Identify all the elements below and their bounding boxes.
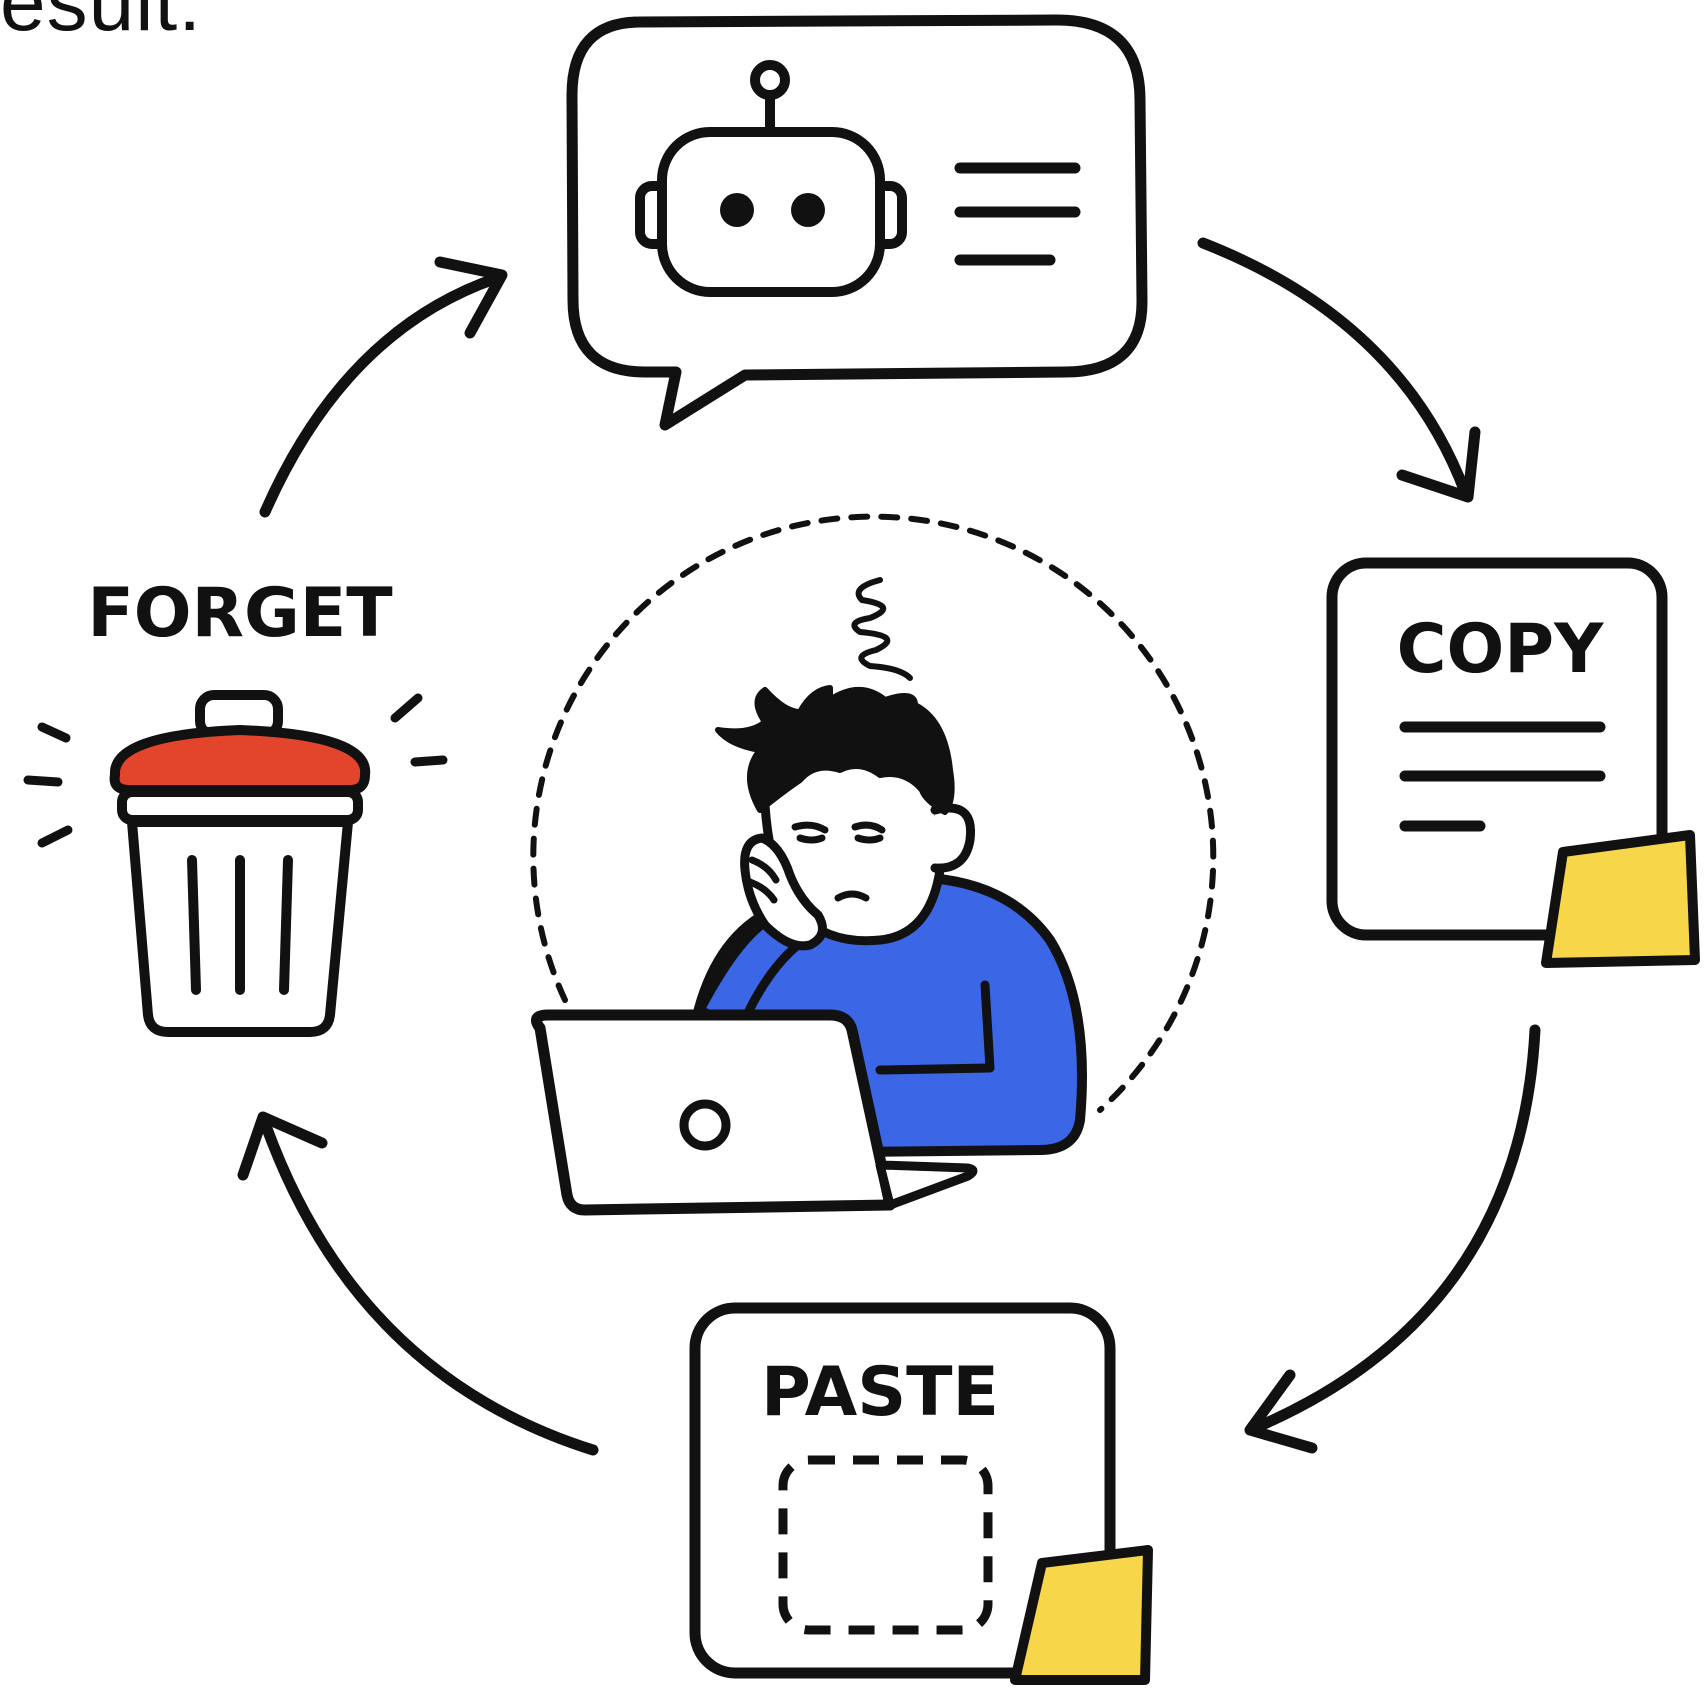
message-lines: [954, 162, 1081, 266]
copy-document: [1326, 557, 1668, 941]
trash-rim: [117, 787, 363, 825]
person-ear: [930, 803, 976, 873]
arrow-chat-to-copy: [1197, 237, 1481, 503]
trash-motion-dashes: [23, 693, 448, 848]
center-dashed-circle: [530, 513, 1217, 1113]
cycle-arrows: [237, 237, 1541, 1456]
copy-label: COPY: [1397, 610, 1605, 689]
empty-placeholder-with-sticky-note-icon: PASTE: [689, 1302, 1153, 1685]
paste-sticky-note: [1010, 1545, 1153, 1685]
header-fragment: esult:: [0, 0, 202, 48]
forget-label: FORGET: [87, 574, 393, 653]
person-eyes: [791, 821, 886, 844]
paste-label: PASTE: [761, 1353, 999, 1432]
document-with-sticky-note-icon: COPY: [1326, 557, 1700, 968]
laptop-logo: [679, 1099, 731, 1151]
trash-ribs: [187, 855, 293, 995]
dizzy-spiral-icon: [851, 577, 913, 681]
person-mouth: [834, 890, 870, 902]
arrow-paste-to-forget: [237, 1111, 599, 1456]
person-arm-line: [875, 980, 995, 1075]
robot-chat-bubble-icon: [566, 14, 1148, 431]
person-hair: [715, 685, 955, 815]
laptop-base: [875, 1160, 978, 1210]
person-fingers: [746, 856, 780, 904]
tired-person-at-laptop-icon: [530, 513, 1217, 1216]
paste-box: [689, 1302, 1116, 1679]
robot-icon: [635, 60, 907, 297]
copy-document-lines: [1399, 721, 1606, 832]
trash-can-icon: FORGET: [23, 574, 448, 1037]
copy-sticky-note: [1541, 830, 1700, 968]
arrow-forget-to-chat: [259, 256, 508, 518]
trash-lid: [109, 725, 371, 795]
arrow-copy-to-paste: [1244, 1024, 1541, 1454]
